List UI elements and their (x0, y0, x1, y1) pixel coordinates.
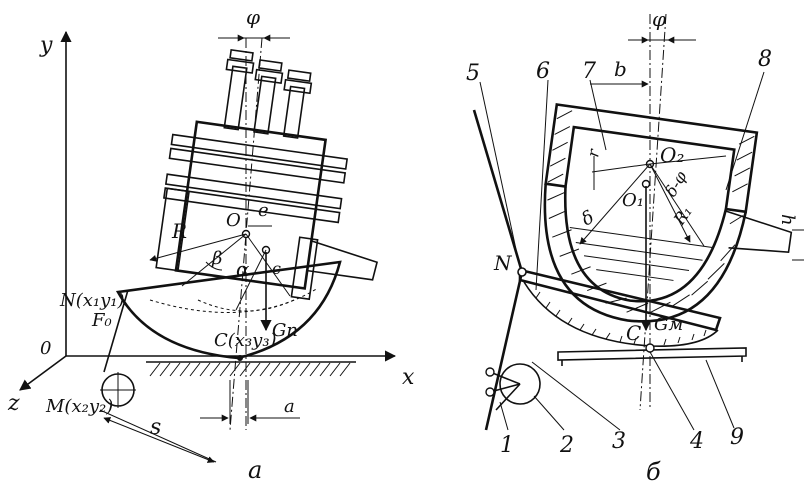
label-phi-b: φ (652, 7, 666, 31)
z-axis (19, 355, 67, 391)
base-plate-9 (557, 347, 747, 361)
rocker-graduation-b (535, 291, 707, 346)
caption-a: a (248, 456, 262, 484)
label-3-b: 3 (612, 429, 626, 454)
dimension-s (103, 417, 215, 463)
figure-a: y x z 0 (7, 5, 415, 484)
label-c-b: C (626, 321, 641, 345)
label-r1-b: R₁ (669, 202, 696, 229)
label-6-b: 6 (536, 59, 550, 84)
label-m-a: M(x₂y₂) (45, 396, 113, 417)
label-4-b: 4 (689, 429, 704, 454)
label-c-a: c (272, 259, 281, 278)
point-n-b (517, 267, 527, 277)
label-2-b: 2 (559, 433, 574, 458)
label-9-b: 9 (730, 425, 744, 450)
furnace-body-a (155, 48, 379, 301)
contact-point-c (237, 355, 243, 361)
label-s-a: s (150, 415, 161, 440)
label-1-b: 1 (500, 433, 514, 458)
contact-point-c-b (645, 343, 655, 353)
label-r-a: R (171, 219, 187, 243)
label-beta-a: β (211, 248, 222, 269)
label-8-b: 8 (758, 47, 772, 72)
ground-hatch-a (146, 361, 356, 377)
label-b-b: b (614, 57, 627, 81)
label-e-a: e (258, 200, 269, 221)
label-gm-b: Gм (654, 314, 683, 335)
tilted-axis-b (639, 13, 667, 411)
label-a-dim: a (284, 396, 295, 417)
crucible-b (543, 103, 793, 323)
label-n-a: N(x₁y₁) (59, 290, 125, 311)
label-x: x (402, 365, 415, 390)
label-5-b: 5 (466, 61, 480, 86)
radius-r-line (149, 233, 247, 262)
label-f0-a: F₀ (91, 310, 112, 331)
figure-b: φ b (466, 7, 804, 486)
force-f0-line (103, 289, 129, 373)
rocker-inner-arc-a (149, 287, 319, 313)
caption-b: б (646, 458, 661, 486)
label-alpha-a: α (236, 257, 250, 281)
label-phi-a: φ (246, 5, 260, 29)
tilted-axis-a (229, 37, 263, 431)
label-h-b: h (777, 214, 798, 226)
label-gn-a: Gп (272, 320, 298, 341)
label-origin: 0 (40, 338, 51, 359)
label-o1-b: O₁ (622, 190, 644, 211)
label-7-b: 7 (582, 59, 596, 84)
drive-wheel-2 (499, 363, 541, 405)
label-y: y (39, 33, 53, 58)
label-r-b: r (583, 147, 603, 159)
tilt-rod (472, 109, 524, 273)
label-z: z (7, 391, 20, 416)
label-o2-b: O₂ (660, 143, 684, 167)
label-n-b: N (493, 251, 513, 275)
label-o-a: O (226, 210, 241, 231)
rocker-arc-b (523, 281, 719, 347)
label-c-point-a: C(x₃y₃) (214, 330, 277, 351)
